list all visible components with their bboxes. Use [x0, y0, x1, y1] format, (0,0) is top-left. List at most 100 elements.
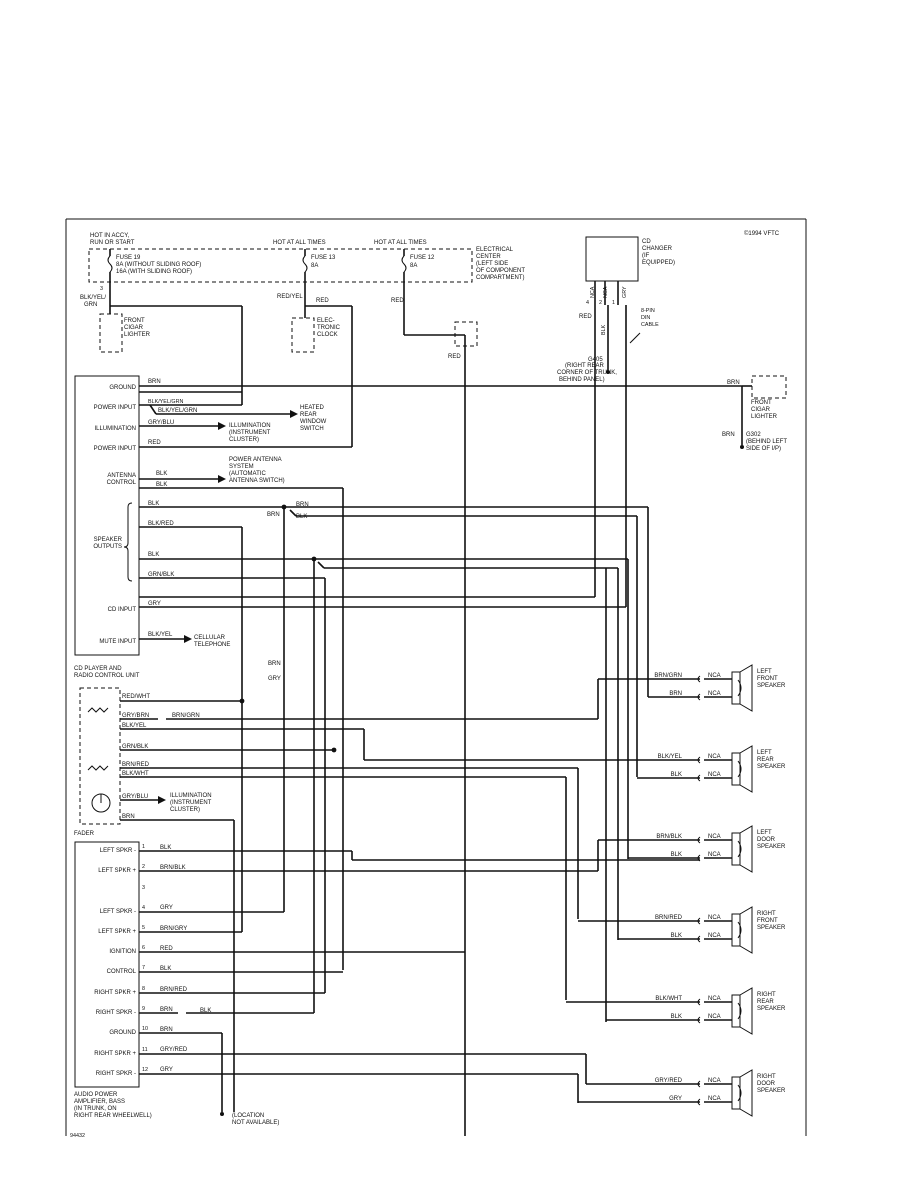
amp-pin-label-1: LEFT SPKR -: [100, 848, 136, 854]
amp-wire-5: BRN/GRY: [160, 926, 187, 932]
mute-arrow: [184, 635, 192, 643]
speaker-5-nca-pos: NCA: [708, 996, 721, 1002]
cd-nca-2: NCA: [603, 286, 609, 298]
wire-red-fuse12: RED: [391, 298, 404, 304]
pin-ground: GROUND: [109, 385, 136, 391]
speaker-5-icon-coil: [737, 1002, 742, 1020]
wire-brn-ground: BRN: [148, 379, 161, 385]
wire-blk-yel-grn: BLK/YEL/GRN: [80, 295, 106, 308]
cd-pin-2: 2: [599, 300, 602, 306]
speaker-1-icon-coil: [737, 679, 742, 697]
amp-pin-label-10: GROUND: [109, 1030, 136, 1036]
wire-brn-spk1: BRN: [296, 502, 309, 508]
amp-pin-label-4: LEFT SPKR -: [100, 909, 136, 915]
wire-blk-yel-grn-2: BLK/YEL/GRN: [158, 408, 197, 414]
speaker-5-wire-label-pos: BLK/WHT: [655, 996, 682, 1002]
wire-blk-spk1b: BLK: [296, 514, 307, 520]
speaker-1-icon-cone: [739, 664, 753, 712]
fader-box: [79, 687, 121, 825]
wire-brn-grn: BRN/GRN: [172, 713, 200, 719]
fuse13-symbol: [302, 255, 308, 273]
speaker-1-connector-pos: [697, 675, 701, 683]
speaker-6-icon-body: [731, 1076, 741, 1110]
speaker-2-wire-label-pos: BLK/YEL: [658, 754, 683, 760]
speaker-3-icon-coil: [737, 840, 742, 858]
speaker-2-nca-pos: NCA: [708, 754, 721, 760]
wire-gry-cd: GRY: [148, 601, 161, 607]
amp-pin-label-5: LEFT SPKR +: [98, 929, 136, 935]
heated-rear-arrow: [290, 410, 298, 418]
electronic-clock-box: [291, 317, 315, 353]
amplifier-box: [74, 841, 140, 1088]
amp-pin-num-7: 7: [142, 965, 145, 971]
speaker-4-connector-neg: [697, 935, 701, 943]
head-unit-box: [74, 375, 140, 656]
speaker-2-connector-neg: [697, 774, 701, 782]
speaker-4-connector-pos: [697, 917, 701, 925]
speaker-5-icon-cone: [739, 987, 753, 1035]
amp-wire-2: BRN/BLK: [160, 865, 186, 871]
wire-blk-cd: BLK: [601, 324, 607, 335]
wire-red-power2: RED: [148, 440, 161, 446]
speaker-bracket: [123, 502, 133, 582]
amp-wire-12: GRY: [160, 1067, 173, 1073]
fuse19-symbol: [107, 255, 113, 273]
speaker-4-wire-label-neg: BLK: [671, 933, 682, 939]
amp-pin-num-5: 5: [142, 925, 145, 931]
fader-pot-1: [87, 707, 109, 713]
amp-pins: LEFT SPKR - LEFT SPKR + LEFT SPKR - LEFT…: [94, 848, 136, 1077]
wire-gry-blu-fader: GRY/BLU: [122, 794, 148, 800]
speaker-2-nca-neg: NCA: [708, 772, 721, 778]
cd-pin-1: 1: [612, 300, 615, 306]
amp-pin-label-8: RIGHT SPKR +: [94, 990, 136, 996]
speaker-6-connector-pos: [697, 1080, 701, 1088]
hot-fuse13-label: HOT AT ALL TIMES: [273, 240, 326, 246]
amp-pin-label-7: CONTROL: [107, 969, 137, 975]
wire-blk-yel-fader: BLK/YEL: [122, 723, 147, 729]
wire-red-clock: RED: [316, 298, 329, 304]
splice-box: [454, 321, 478, 347]
wire-brn-spk1b: BRN: [267, 512, 280, 518]
amp-wire-11: GRY/RED: [160, 1047, 188, 1053]
fuse19-amp-a: 8A (WITHOUT SLIDING ROOF): [116, 262, 201, 268]
pin-cd-input: CD INPUT: [108, 607, 137, 613]
speaker-2-icon-coil: [737, 760, 742, 778]
cd-changer-box: [585, 236, 639, 282]
fuse12-name: FUSE 12: [410, 255, 435, 261]
cd-gry-label: GRY: [622, 286, 628, 298]
g302-ground-icon: [740, 445, 744, 449]
copyright-label: ©1994 VFTC: [744, 230, 780, 237]
wire-blk-yel: BLK/YEL: [148, 632, 173, 638]
amp-pin-num-3: 3: [142, 885, 145, 891]
speaker-1-wire-label-neg: BRN: [669, 691, 682, 697]
wire-blk-yel-grn-top: BLK/YEL/GRN: [148, 399, 183, 405]
front-cigar-lighter-right-box: [751, 375, 787, 399]
splice-dot-3: [239, 698, 245, 704]
amp-pin-num-8: 8: [142, 986, 145, 992]
speaker-6-icon-coil: [737, 1084, 742, 1102]
speaker-5-icon-body: [731, 994, 741, 1028]
speaker-1-wire-label-pos: BRN/GRN: [654, 673, 682, 679]
hot-accy-label: HOT IN ACCY,RUN OR START: [90, 233, 135, 246]
speaker-3-connector-pos: [697, 836, 701, 844]
amp-wire-8: BRN/RED: [160, 987, 188, 993]
speaker-4-nca-neg: NCA: [708, 933, 721, 939]
speaker-6-nca-neg: NCA: [708, 1096, 721, 1102]
speaker-6-wire-label-pos: GRY/RED: [655, 1078, 683, 1084]
speaker-2-icon-body: [731, 752, 741, 786]
amp-wire-7: BLK: [160, 966, 171, 972]
amp-pin-label-11: RIGHT SPKR +: [94, 1051, 136, 1057]
